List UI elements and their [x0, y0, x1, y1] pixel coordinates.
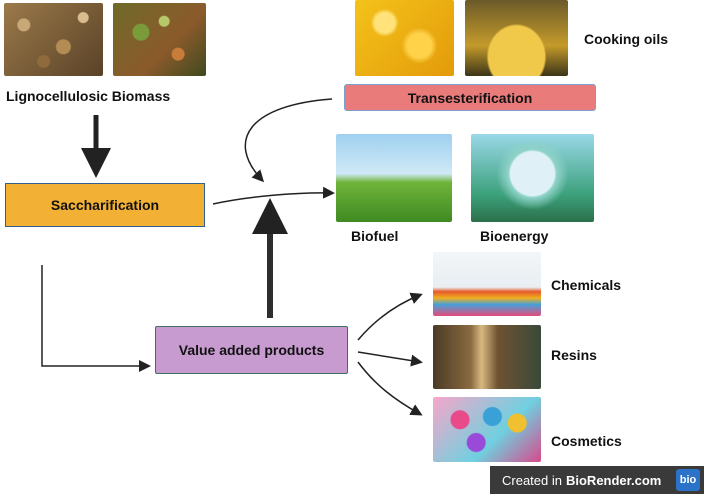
biorender-logo-icon: bio — [676, 469, 700, 491]
transesterification-label: Transesterification — [407, 89, 533, 106]
chemicals-photo — [433, 252, 541, 316]
arrow-transesterification-to-biofuel — [244, 98, 333, 183]
saccharification-label: Saccharification — [50, 197, 160, 213]
arrow-to-chemicals — [357, 292, 423, 341]
biorender-watermark: Created in BioRender.com bio — [490, 466, 704, 494]
watermark-brand: BioRender.com — [565, 472, 662, 488]
arrow-saccharification-to-biofuel — [212, 186, 335, 205]
cooking-oil-photo-bowl — [465, 0, 568, 76]
cooking-oils-label: Cooking oils — [584, 31, 668, 47]
cooking-oil-photo-pour — [355, 0, 454, 76]
value-added-products-box: Value added products — [155, 326, 348, 374]
arrow-to-cosmetics — [357, 361, 423, 416]
bioenergy-photo — [471, 134, 594, 222]
value-added-products-label: Value added products — [178, 342, 325, 358]
lignocellulosic-photo-woodchips — [4, 3, 103, 76]
lignocellulosic-photo-compost — [113, 3, 206, 76]
cosmetics-label: Cosmetics — [551, 433, 622, 449]
chemicals-label: Chemicals — [551, 277, 622, 293]
saccharification-box: Saccharification — [5, 183, 205, 227]
biofuel-label: Biofuel — [351, 228, 399, 244]
transesterification-box: Transesterification — [344, 84, 596, 111]
arrow-saccharification-to-value-added — [41, 265, 151, 372]
watermark-prefix: Created in — [502, 472, 562, 488]
resins-label: Resins — [551, 347, 597, 363]
resins-photo — [433, 325, 541, 389]
arrow-to-resins — [357, 351, 423, 367]
lignocellulosic-biomass-label: Lignocellulosic Biomass — [6, 88, 171, 104]
biofuel-photo — [336, 134, 452, 222]
bioenergy-label: Bioenergy — [480, 228, 549, 244]
cosmetics-photo — [433, 397, 541, 462]
